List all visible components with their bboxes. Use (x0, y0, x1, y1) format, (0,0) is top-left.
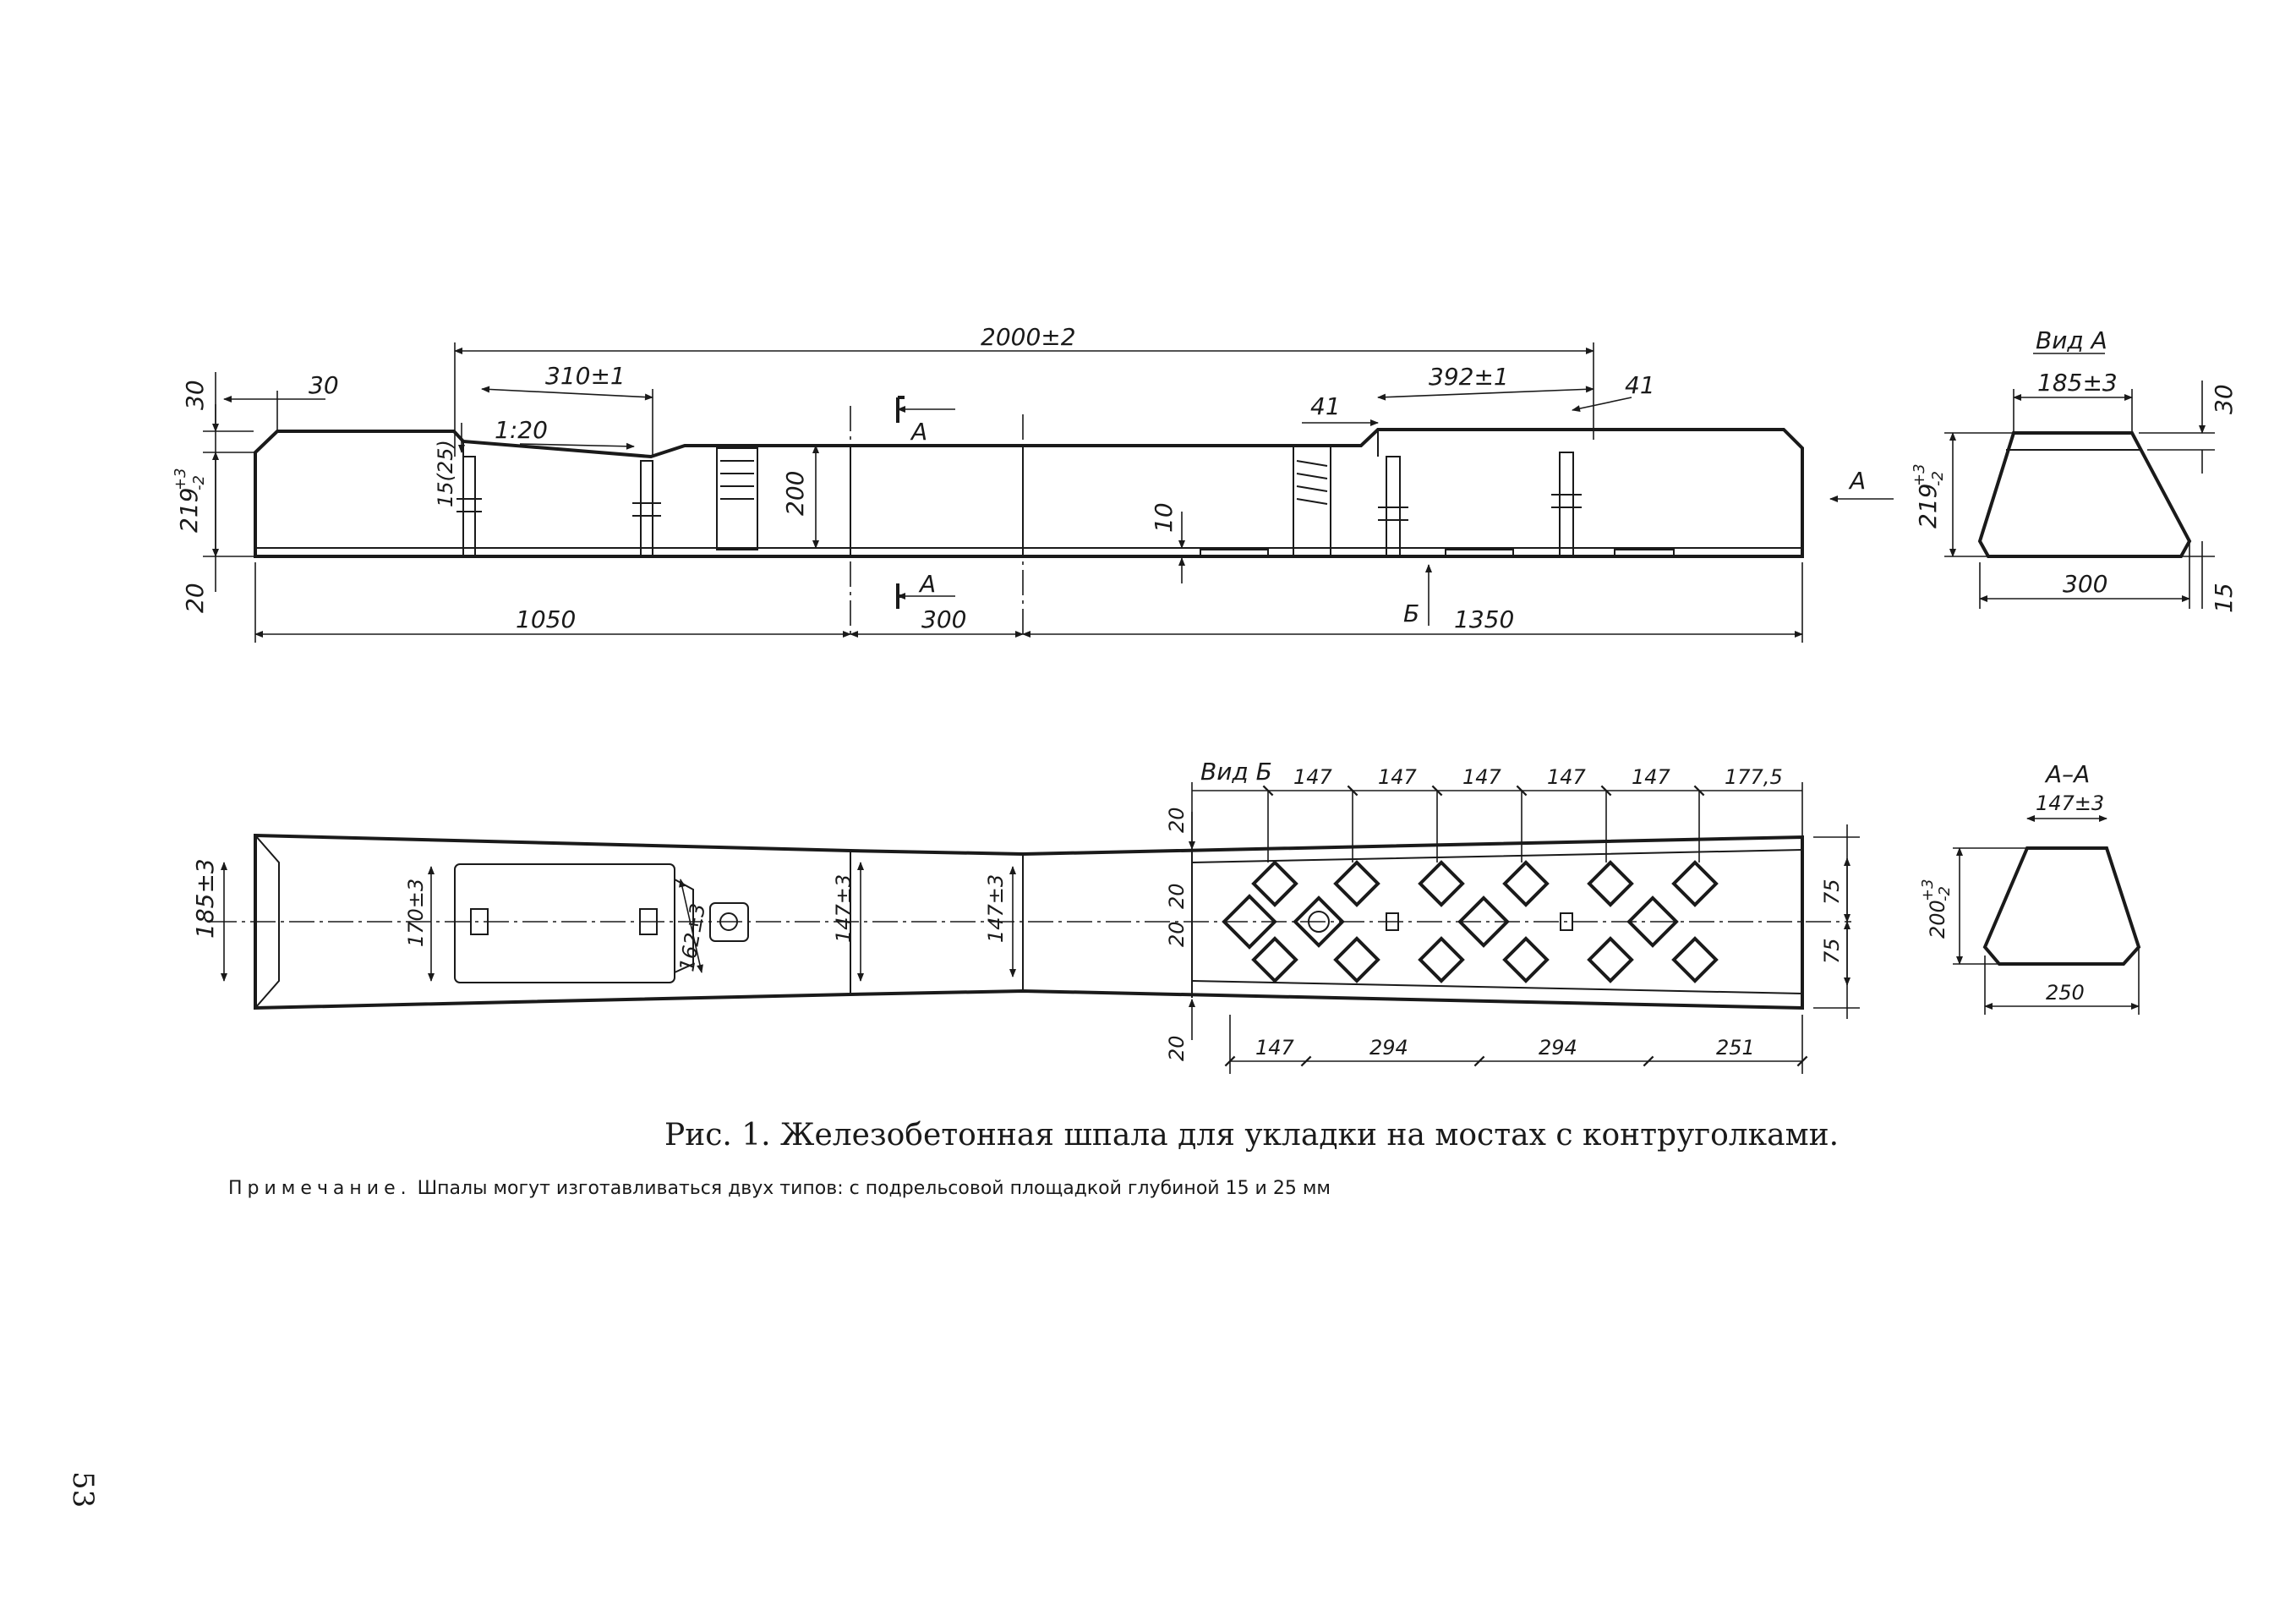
slope-label: 1:20 (495, 416, 548, 444)
plan-20-top: 20 (1165, 807, 1189, 833)
view-a-height: 219 (1914, 484, 1942, 528)
len-1350-dim: 1350 (1454, 605, 1514, 633)
top-dim-5: 147 (1632, 765, 1671, 789)
view-a-height-up: +3 (1911, 463, 1928, 486)
left-anchor-bolts (456, 456, 661, 557)
plan-20-mid-b: 20 (1165, 921, 1189, 947)
len-1050-dim: 1050 (516, 605, 576, 633)
page-number: 53 (66, 1471, 100, 1509)
len-300-dim: 300 (921, 605, 966, 633)
plan-right-75-a: 75 (1820, 879, 1844, 905)
base-20-dim: 20 (181, 583, 209, 613)
plan-width-147-b: 147±3 (984, 874, 1008, 943)
plan-right-75-b: 75 (1820, 938, 1844, 964)
plan-width-162: 162±3 (675, 901, 710, 973)
top-dim-row: 147 147 147 147 147 177,5 (1262, 765, 1783, 862)
view-a-outline (1977, 431, 2192, 558)
plan-width-170: 170±3 (404, 879, 428, 947)
view-a-bottom-width: 300 (2063, 570, 2107, 598)
section-aa: A–A 147±3 200 +3 -2 250 (1919, 760, 2141, 1015)
bottom-dim-2: 294 (1369, 1036, 1408, 1060)
view-a-height-down: -2 (1929, 471, 1947, 486)
side-view: 2000±2 310±1 1:20 15(25) 30 30 219 +3 -2… (172, 323, 1894, 643)
section-height-dim: 200 (781, 471, 809, 516)
top-dim-2: 147 (1378, 765, 1418, 789)
right-seat-dim: 392±1 (1429, 363, 1509, 391)
top-dim-4: 147 (1547, 765, 1587, 789)
note-label: Примечание. (228, 1178, 412, 1199)
right-41-dim-b: 41 (1625, 371, 1655, 399)
sleeper-side-outline (254, 428, 1804, 558)
section-aa-bottom-width: 250 (2046, 981, 2085, 1005)
anchor-recess-pattern (1222, 860, 1719, 983)
view-a-top-width: 185±3 (2037, 369, 2118, 397)
plan-20-mid-a: 20 (1165, 883, 1189, 909)
left-stirrups (716, 447, 758, 550)
bottom-dim-3: 294 (1539, 1036, 1577, 1060)
view-a-right-30: 30 (2210, 384, 2238, 414)
plan-width-147-a: 147±3 (832, 874, 856, 943)
view-b-label: Вид Б (1200, 758, 1272, 786)
section-mark-top: A (910, 418, 927, 446)
view-b-arrow-label: Б (1403, 600, 1419, 627)
gap-10-dim: 10 (1150, 502, 1178, 533)
bottom-dim-4: 251 (1716, 1036, 1755, 1060)
bottom-dim-1: 147 (1255, 1036, 1295, 1060)
left-seat-dim: 310±1 (545, 362, 626, 390)
top-dim-3: 147 (1462, 765, 1502, 789)
sleeper-plan-outline (254, 833, 1804, 1010)
section-aa-title: A–A (2044, 760, 2090, 788)
section-aa-height-down: -2 (1936, 886, 1954, 901)
right-stirrups (1293, 445, 1331, 556)
top-dim-6: 177,5 (1725, 765, 1783, 789)
note-text: Шпалы могут изготавливаться двух типов: … (417, 1178, 1331, 1199)
section-aa-height: 200 (1926, 900, 1949, 939)
plan-width-185: 185±3 (191, 858, 219, 939)
seat-depth-dim: 15(25) (434, 440, 457, 507)
view-a: Вид A 185±3 219 +3 -2 30 300 15 (1911, 326, 2238, 613)
chamfer-30-dim: 30 (309, 371, 339, 399)
figure-caption: Рис. 1. Железобетонная шпала для укладки… (664, 1118, 1840, 1153)
right-anchor-bolts (1378, 452, 1582, 557)
left-top-30-dim: 30 (181, 380, 209, 410)
right-41-dim-a: 41 (1310, 392, 1341, 420)
side-height-tol-down: -2 (190, 475, 208, 490)
side-height-tol-up: +3 (172, 468, 189, 490)
side-height-dim: 219 (175, 488, 203, 533)
view-a-title: Вид A (2036, 326, 2107, 354)
section-aa-height-up: +3 (1919, 879, 1937, 901)
top-dim-1: 147 (1293, 765, 1333, 789)
figure-note: Примечание. Шпалы могут изготавливаться … (228, 1178, 1331, 1199)
view-a-right-15: 15 (2210, 583, 2238, 613)
section-aa-outline (1982, 846, 2141, 966)
view-a-arrow-label: A (1848, 467, 1866, 495)
left-rail-seat (454, 863, 675, 983)
plan-20-bottom: 20 (1165, 1035, 1189, 1061)
overall-length-dim: 2000±2 (981, 323, 1076, 351)
plan-view: 185±3 170±3 162±3 147±3 147±3 Вид Б 147 … (191, 758, 1860, 1074)
section-mark-bottom: A (918, 570, 936, 598)
section-aa-top-width: 147±3 (2036, 791, 2104, 815)
